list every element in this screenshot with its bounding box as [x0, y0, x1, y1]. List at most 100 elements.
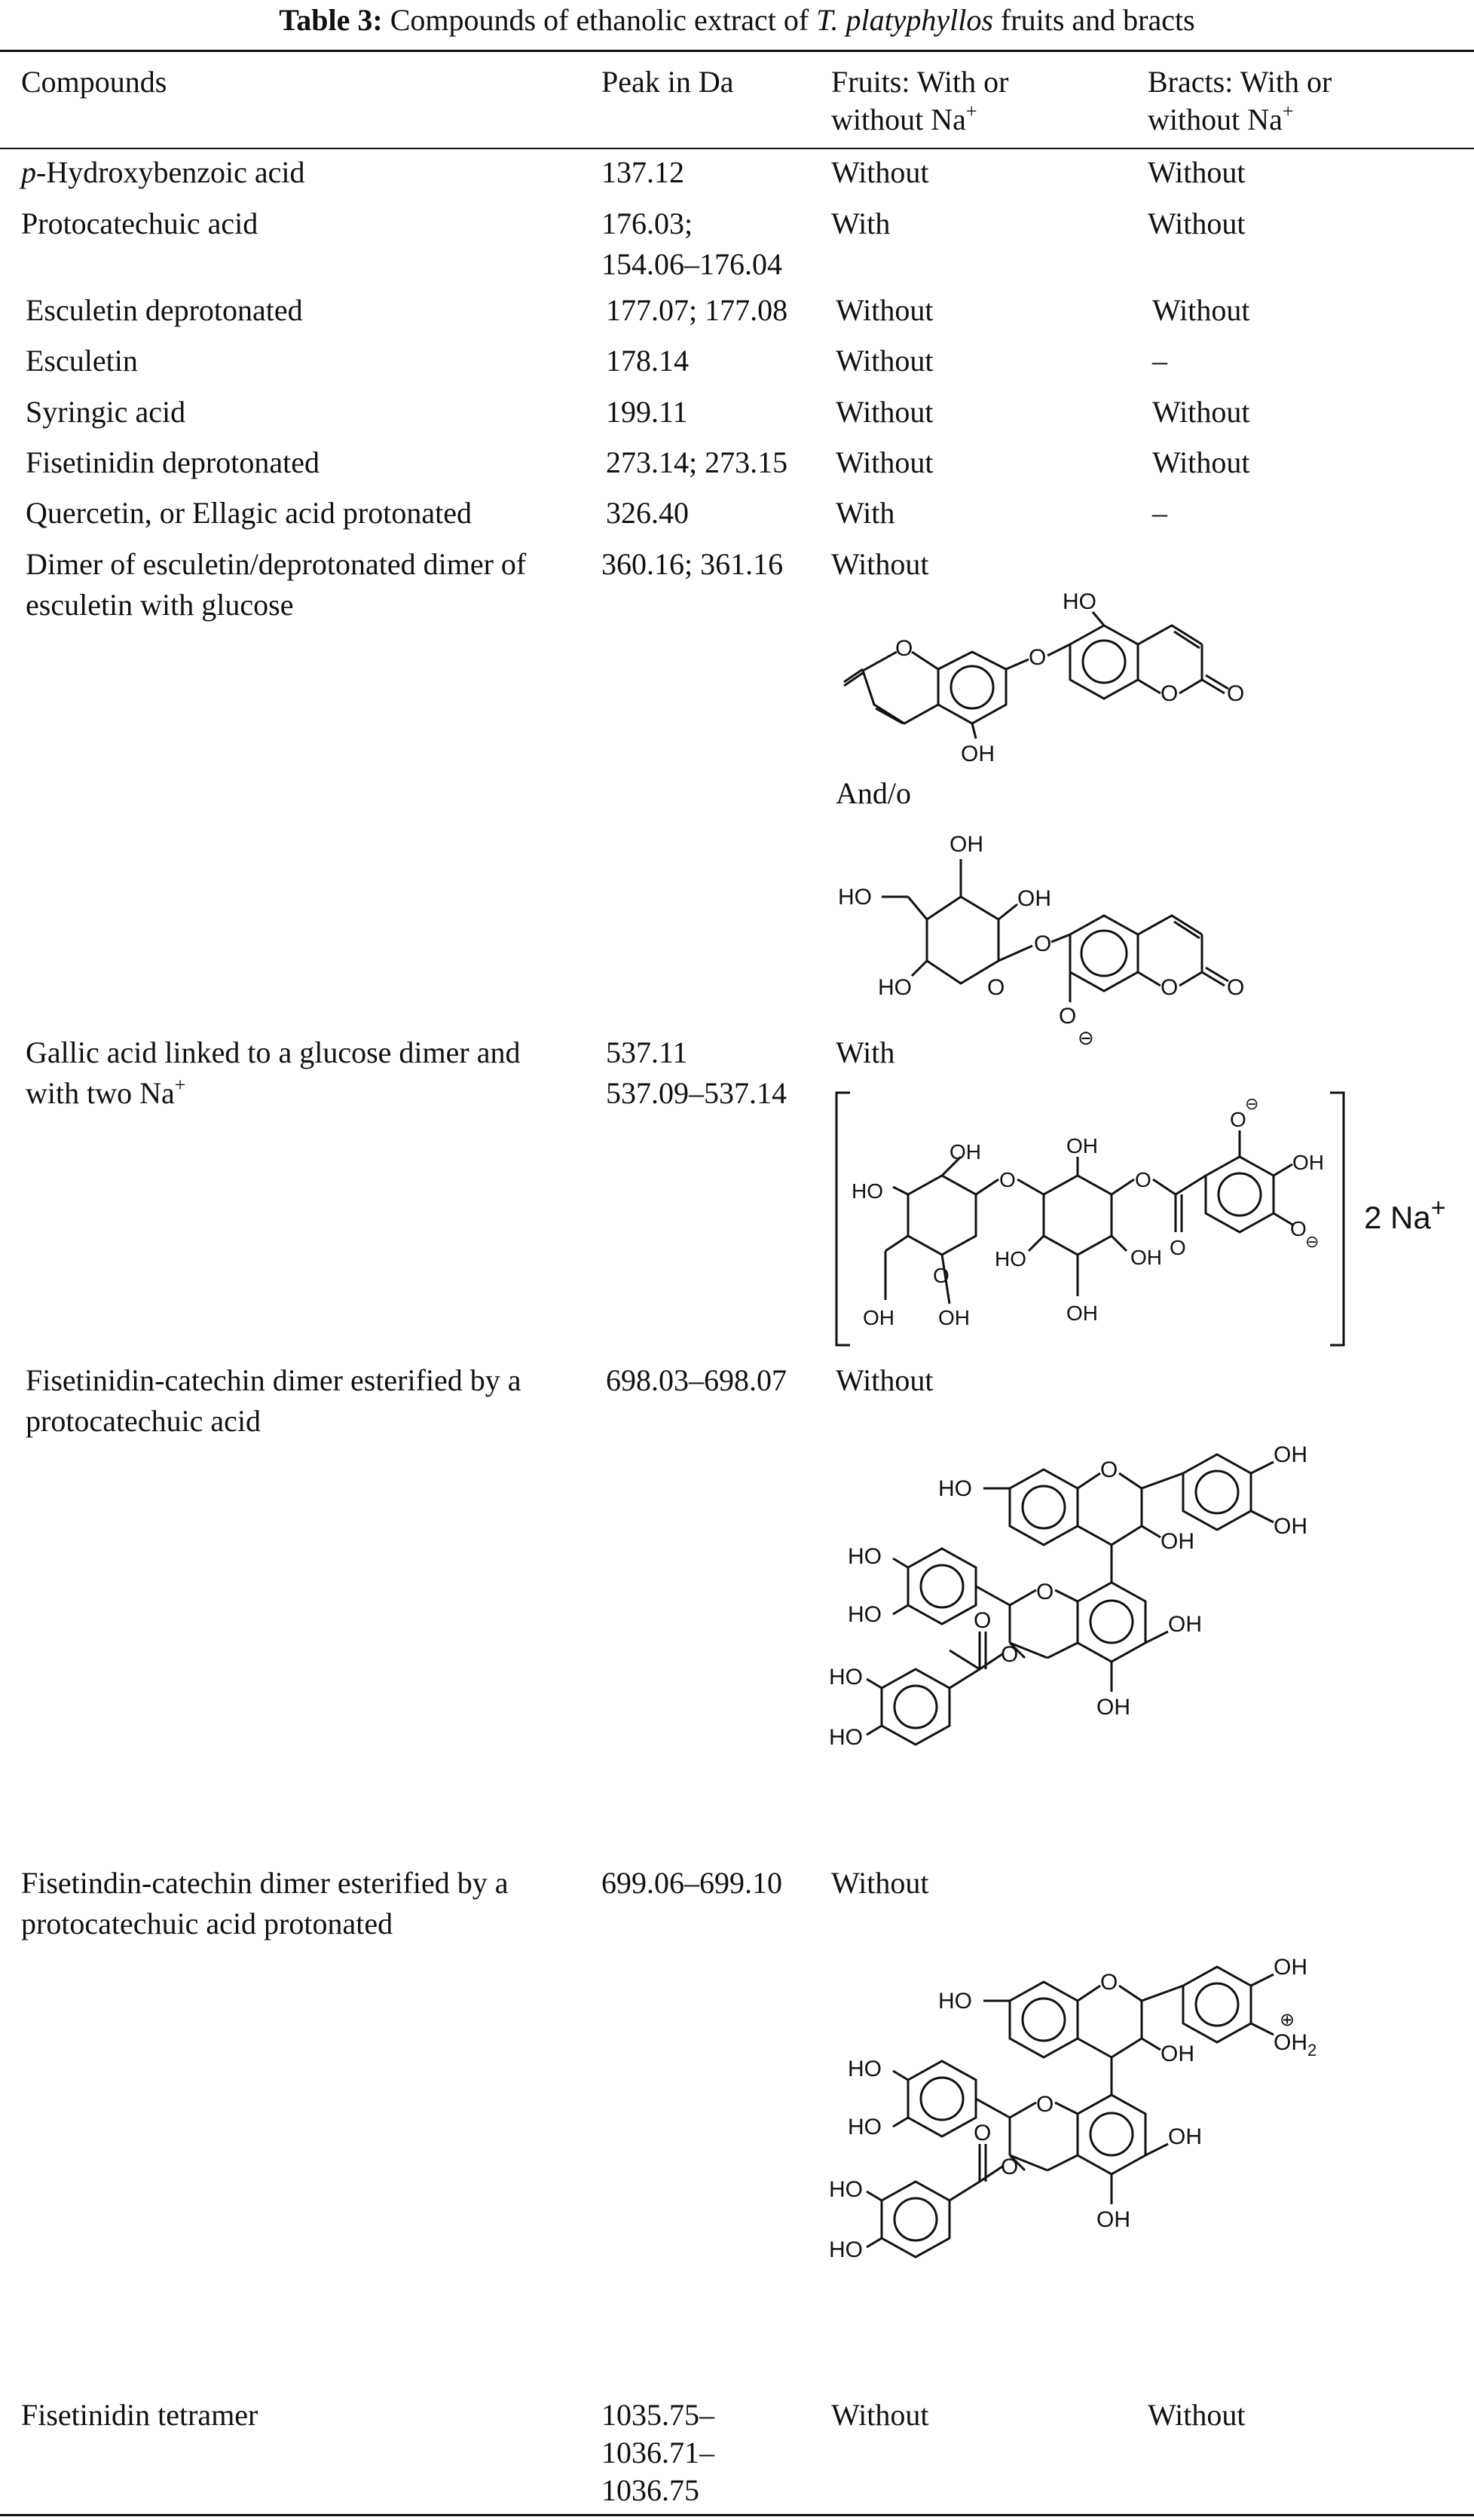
- row-12-peak-line3: 1036.75: [601, 2473, 699, 2507]
- row-9-fruits: With: [836, 1035, 895, 1069]
- caption-text-before: Compounds of ethanolic extract of: [390, 3, 809, 37]
- row-1-compound: p-Hydroxybenzoic acid: [21, 152, 305, 193]
- row-11-compound-line1: Fisetindin-catechin dimer esterified by …: [21, 1866, 509, 1900]
- protonated-catechin-ho-2: HO: [848, 2115, 882, 2139]
- catechin-oh-7: OH: [1168, 1612, 1202, 1637]
- row-2-peak-line2: 154.06–176.04: [601, 247, 782, 281]
- fisetinidin-catechin-dimer-bonds: [866, 1453, 1274, 1746]
- row-6-bracts: Without: [1152, 445, 1250, 479]
- esculetin-glucoside-o-lactone: O: [1161, 975, 1178, 1000]
- gallic-oh-4: OH: [1066, 1134, 1098, 1158]
- row-6-compound: Fisetinidin deprotonated: [26, 445, 320, 479]
- gallic-glucose-dimer-bonds: [835, 1091, 1345, 1347]
- row-12-bracts: Without: [1148, 2398, 1246, 2432]
- bottom-rule: [0, 2514, 1474, 2516]
- esculetin-glucoside-ho-left: HO: [838, 885, 872, 910]
- row-11-peak: 699.06–699.10: [601, 1866, 782, 1900]
- header-compounds: Compounds: [21, 65, 167, 99]
- row-2-bracts: Without: [1148, 206, 1246, 240]
- protonated-b-plus: ⊕: [1280, 2010, 1295, 2030]
- esculetin-glucoside-o-ring: O: [987, 975, 1005, 1000]
- esculetin-glucoside-bonds: [882, 859, 1229, 1002]
- protonated-catechin-oh-5: OH: [1096, 2207, 1130, 2232]
- row-1-compound-text: -Hydroxybenzoic acid: [36, 155, 305, 189]
- protonated-catechin-ho-1: HO: [848, 2057, 882, 2081]
- esculetin-glucoside-o-bridge: O: [1034, 931, 1051, 956]
- caption-species: T. platyphyllos: [816, 3, 993, 37]
- header-fruits-text: without Na: [831, 102, 966, 136]
- protonated-dimer-bonds: [866, 1965, 1274, 2259]
- row-11-compound-line2: protocatechuic acid protonated: [21, 1907, 393, 1940]
- row-2-peak-line1: 176.03;: [601, 206, 693, 240]
- protonated-b-oh2: OH2: [1274, 2030, 1317, 2060]
- gallic-o-bottom: O: [1290, 1217, 1307, 1240]
- ester-o-link: O: [1001, 1642, 1018, 1667]
- protonated-a-ho: HO: [938, 1989, 972, 2014]
- catechin-oh-5: OH: [1096, 1695, 1130, 1720]
- header-fruits-sup: +: [965, 100, 977, 122]
- header-peak: Peak in Da: [601, 65, 734, 99]
- row-5-bracts: Without: [1152, 395, 1250, 429]
- esculetin-dimer-o-bridge: O: [1029, 645, 1046, 670]
- esculetin-dimer-bonds: [843, 611, 1229, 739]
- gallic-oh-2: OH: [863, 1306, 894, 1329]
- row-1-peak: 137.12: [601, 155, 684, 189]
- fisetinidin-a-oh-3: OH: [1161, 1529, 1194, 1554]
- caption-text-after: fruits and bracts: [1000, 3, 1195, 37]
- row-10-peak: 698.03–698.07: [606, 1363, 787, 1397]
- protonated-a-oh-3: OH: [1161, 2041, 1194, 2066]
- protonated-catechin-o-ring: O: [1036, 2092, 1054, 2117]
- protonated-protocatechuic-ho-1: HO: [829, 2177, 863, 2202]
- row-5-peak: 199.11: [606, 395, 688, 429]
- row-8-compound-line1: Dimer of esculetin/deprotonated dimer of: [26, 547, 527, 581]
- protonated-ester-o-link: O: [1001, 2155, 1018, 2179]
- gallic-na-label: 2 Na+: [1364, 1194, 1446, 1235]
- row-12-peak-line1: 1035.75–: [601, 2398, 714, 2432]
- header-bracts-sup: +: [1282, 100, 1294, 122]
- row-7-peak: 326.40: [606, 496, 689, 530]
- protonated-a-o-ring: O: [1100, 1970, 1118, 1995]
- row-3-peak: 177.07; 177.08: [606, 293, 788, 327]
- gallic-ho-2: HO: [995, 1247, 1026, 1271]
- gallic-na-text: 2 Na: [1364, 1200, 1431, 1235]
- header-bracts-text: without Na: [1148, 102, 1283, 136]
- esculetin-glucoside-minus: ⊖: [1078, 1026, 1094, 1049]
- gallic-o-ring-1: O: [933, 1264, 950, 1287]
- fisetinidin-b-oh-2: OH: [1274, 1514, 1307, 1539]
- row-12-peak-line2: 1036.71–: [601, 2436, 714, 2470]
- fisetinidin-a-ho: HO: [938, 1476, 972, 1501]
- gallic-o-top: O: [1230, 1108, 1246, 1131]
- gallic-glucose-dimer-structure: OH HO O OH OH O OH HO OH OH O O O ⊖ OH O…: [835, 1091, 1446, 1347]
- gallic-oh-5: OH: [1130, 1246, 1162, 1269]
- row-9-compound-line2: with two Na+: [26, 1073, 185, 1114]
- catechin-b-ho-1: HO: [848, 1544, 882, 1569]
- row-6-fruits: Without: [836, 445, 934, 479]
- row-10-compound-line2: protocatechuic acid: [26, 1404, 261, 1438]
- row-8-compound-line2: esculetin with glucose: [26, 588, 294, 622]
- row-4-fruits: Without: [836, 344, 934, 378]
- fisetinidin-b-oh-1: OH: [1274, 1442, 1307, 1467]
- esculetin-glucoside-ho-bottom: HO: [878, 975, 912, 1000]
- esculetin-dimer-ho-top: HO: [1063, 589, 1096, 614]
- row-11-fruits: Without: [831, 1866, 929, 1900]
- row-9-compound-line1: Gallic acid linked to a glucose dimer an…: [26, 1035, 521, 1069]
- gallic-minus-bottom: ⊖: [1305, 1232, 1319, 1251]
- esculetin-dimer-o-left: O: [895, 636, 913, 661]
- row-9-peak-line2: 537.09–537.14: [606, 1076, 787, 1110]
- esculetin-dimer-o-ring: O: [1161, 681, 1178, 706]
- row-9-compound-line2-text: with two Na: [26, 1076, 175, 1110]
- header-bracts-line1: Bracts: With or: [1148, 65, 1332, 99]
- protonated-b-oh2-sub: 2: [1307, 2041, 1317, 2060]
- row-4-peak: 178.14: [606, 344, 689, 378]
- row-5-compound: Syringic acid: [26, 395, 186, 429]
- esculetin-dimer-oh-bottom: OH: [961, 742, 995, 766]
- row-4-bracts: –: [1152, 344, 1167, 378]
- row-10-fruits: Without: [836, 1363, 934, 1397]
- gallic-o-ester: O: [1135, 1168, 1151, 1191]
- protonated-catechin-oh-7: OH: [1168, 2124, 1202, 2149]
- row-8-andor: And/o: [836, 776, 911, 810]
- ester-o-carbonyl: O: [974, 1608, 991, 1633]
- gallic-na-plus: +: [1431, 1194, 1446, 1222]
- esculetin-dimer-structure: O OH O HO O O: [843, 589, 1244, 766]
- row-2-fruits: With: [831, 206, 891, 240]
